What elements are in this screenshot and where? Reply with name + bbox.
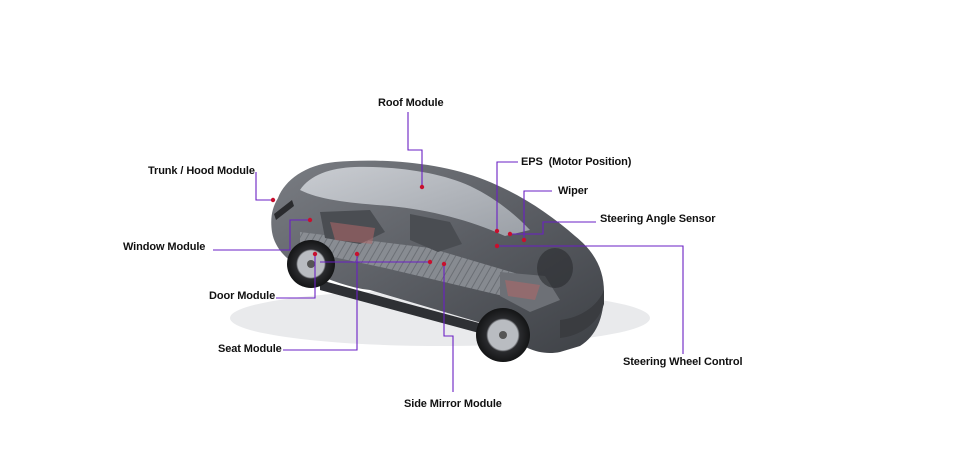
label-wiper: Wiper <box>558 185 588 197</box>
label-steering-angle-sensor: Steering Angle Sensor <box>600 213 716 225</box>
rear-wheel <box>287 240 335 288</box>
leader-steering-wheel <box>497 245 684 354</box>
leader-trunk <box>255 172 272 201</box>
leader-roof <box>407 112 423 186</box>
front-right-wheel <box>537 248 573 288</box>
leader-eps <box>496 161 518 230</box>
marker-roof <box>419 184 425 190</box>
marker-seat-floor <box>427 259 433 265</box>
marker-window <box>307 217 313 223</box>
label-door-module: Door Module <box>209 290 276 302</box>
leader-seat <box>283 254 358 351</box>
label-steering-wheel-control: Steering Wheel Control <box>623 356 743 368</box>
label-side-mirror-module: Side Mirror Module <box>404 398 502 410</box>
marker-mirror <box>441 261 447 267</box>
marker-door <box>312 251 318 257</box>
label-roof-module: Roof Module <box>378 97 444 109</box>
car-body <box>271 160 604 354</box>
leader-door <box>276 254 316 299</box>
leader-mirror <box>443 264 454 392</box>
marker-trunk <box>270 197 276 203</box>
marker-steering-angle <box>507 231 513 237</box>
label-trunk-hood-module: Trunk / Hood Module <box>148 165 255 177</box>
marker-seat <box>354 251 360 257</box>
leader-wiper <box>523 190 552 240</box>
label-eps: EPS (Motor Position) <box>521 156 632 168</box>
label-seat-module: Seat Module <box>218 343 282 355</box>
marker-steering-wheel <box>494 243 500 249</box>
leader-window <box>213 219 310 251</box>
label-window-module: Window Module <box>123 241 206 253</box>
marker-wiper <box>521 237 527 243</box>
front-wheel <box>476 308 530 362</box>
leader-steering-angle <box>510 221 596 235</box>
marker-eps <box>494 228 500 234</box>
